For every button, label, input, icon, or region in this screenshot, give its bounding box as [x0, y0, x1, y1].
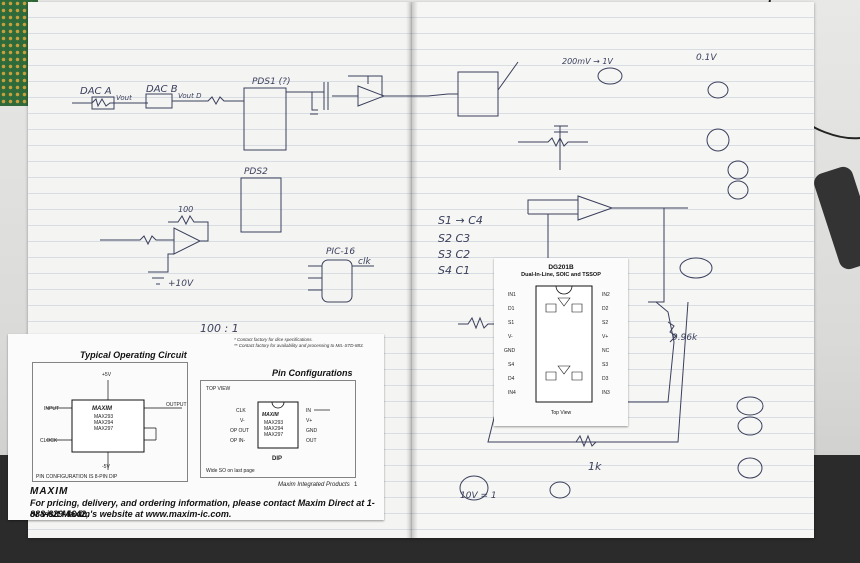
dg-right-1: IN2 — [602, 292, 610, 298]
pin-config-diagram — [200, 380, 356, 478]
label-vplus: +5V — [102, 372, 112, 378]
circuit-part-1: MAX293 — [94, 414, 114, 420]
pin-part-2: MAX294 — [264, 426, 284, 432]
maxim-logo: MAXIM — [30, 486, 69, 497]
dg-left-6: S4 — [508, 362, 515, 368]
pin-config-title: Pin Configurations — [272, 368, 353, 378]
dg-right-7: D3 — [602, 376, 609, 382]
hw-s3: S3 C2 — [438, 248, 470, 261]
label-clock: CLOCK — [40, 438, 58, 444]
hw-1k: 1k — [588, 460, 602, 473]
hw-s4: S4 C1 — [438, 264, 470, 277]
dg-left-3: S1 — [508, 320, 515, 326]
pin-chip-brand: MAXIM — [262, 412, 279, 418]
pin-right-3: GND — [306, 428, 318, 434]
sketch-lines: DAC A DAC B Vout Vout D PDS1 (?) PDS2 PI… — [72, 53, 764, 501]
contact-line-2: or visit Maxim's website at www.maxim-ic… — [30, 509, 232, 519]
dg-left-8: IN4 — [508, 390, 516, 396]
hw-01v: 0.1V — [696, 53, 717, 63]
dg-left-2: D1 — [508, 306, 515, 312]
pin-right-4: OUT — [306, 438, 317, 444]
pin-left-2: V- — [240, 418, 245, 424]
circuit-title: Typical Operating Circuit — [80, 350, 187, 360]
hw-pic: PIC-16 — [326, 247, 355, 257]
circuit-part-3: MAX297 — [94, 426, 114, 432]
dg-right-4: V+ — [602, 334, 609, 340]
ds-note-2: ** Contact factory for availability and … — [234, 343, 364, 348]
hw-clk: clk — [358, 257, 371, 267]
label-vminus: -5V — [102, 464, 110, 470]
pin-part-3: MAX297 — [264, 432, 284, 438]
dg-left-5: GND — [504, 348, 516, 354]
dg-right-6: S3 — [602, 362, 609, 368]
hw-10v: +10V — [168, 279, 194, 289]
dg-right-3: S2 — [602, 320, 609, 326]
dg-right-8: IN3 — [602, 390, 610, 396]
hw-mv: 200mV → 1V — [562, 57, 613, 66]
company-name: Maxim Integrated Products — [278, 482, 350, 488]
label-input: INPUT — [44, 406, 59, 412]
pin-right-1: IN — [306, 408, 311, 414]
notebook-spine — [406, 2, 418, 538]
dg-left-4: V- — [508, 334, 513, 340]
dg201b-datasheet-clipping: DG201B Dual-In-Line, SOIC and TSSOP IN1 … — [494, 258, 628, 426]
maxim-datasheet-clipping: * Contact factory for dice specification… — [8, 334, 384, 520]
pin-pkg-note: Wide SO on last page — [206, 468, 255, 474]
dg201b-chip — [535, 285, 593, 403]
hw-vout-d: Vout D — [178, 92, 202, 100]
pin-config-note: PIN CONFIGURATION IS 8-PIN DIP — [36, 474, 118, 480]
hw-vout: Vout — [116, 94, 132, 102]
dg-left-1: IN1 — [508, 292, 516, 298]
pin-pkg-label: DIP — [272, 456, 283, 462]
dg-left-7: D4 — [508, 376, 515, 382]
hw-996k: 9.96k — [672, 333, 698, 343]
ds-note-1: * Contact factory for dice specification… — [234, 337, 313, 342]
dg201b-part: DG201B — [548, 264, 574, 271]
hw-s2: S2 C3 — [438, 232, 470, 245]
circuit-chip-brand: MAXIM — [92, 406, 112, 412]
hw-ratio: 100 : 1 — [200, 322, 239, 335]
pin-left-1: CLK — [236, 408, 246, 414]
typical-circuit-diagram — [32, 362, 188, 482]
contact-line-1: For pricing, delivery, and ordering info… — [30, 498, 375, 519]
hw-pds1: PDS1 (?) — [252, 77, 290, 87]
hw-s1: S1 → C4 — [438, 214, 483, 227]
hw-dac-b: DAC B — [146, 84, 178, 95]
pin-right-2: V+ — [306, 418, 313, 424]
hw-100: 100 — [178, 205, 193, 214]
label-output: OUTPUT — [166, 402, 187, 408]
pin-top-view: TOP VIEW — [206, 386, 231, 392]
pin-part-1: MAX293 — [264, 420, 284, 426]
hw-dac-a: DAC A — [80, 86, 112, 97]
hw-pds2: PDS2 — [244, 167, 268, 177]
pin-left-4: OP IN- — [230, 438, 246, 444]
dg201b-top-view: Top View — [550, 410, 572, 416]
hw-eq: 10V = 1 — [460, 491, 497, 501]
pin-left-3: OP OUT — [230, 428, 250, 434]
dg201b-packages: Dual-In-Line, SOIC and TSSOP — [521, 272, 601, 278]
dg-right-2: D2 — [602, 306, 609, 312]
dg-right-5: NC — [602, 348, 610, 354]
circuit-part-2: MAX294 — [94, 420, 114, 426]
page-number: 1 — [354, 482, 358, 488]
